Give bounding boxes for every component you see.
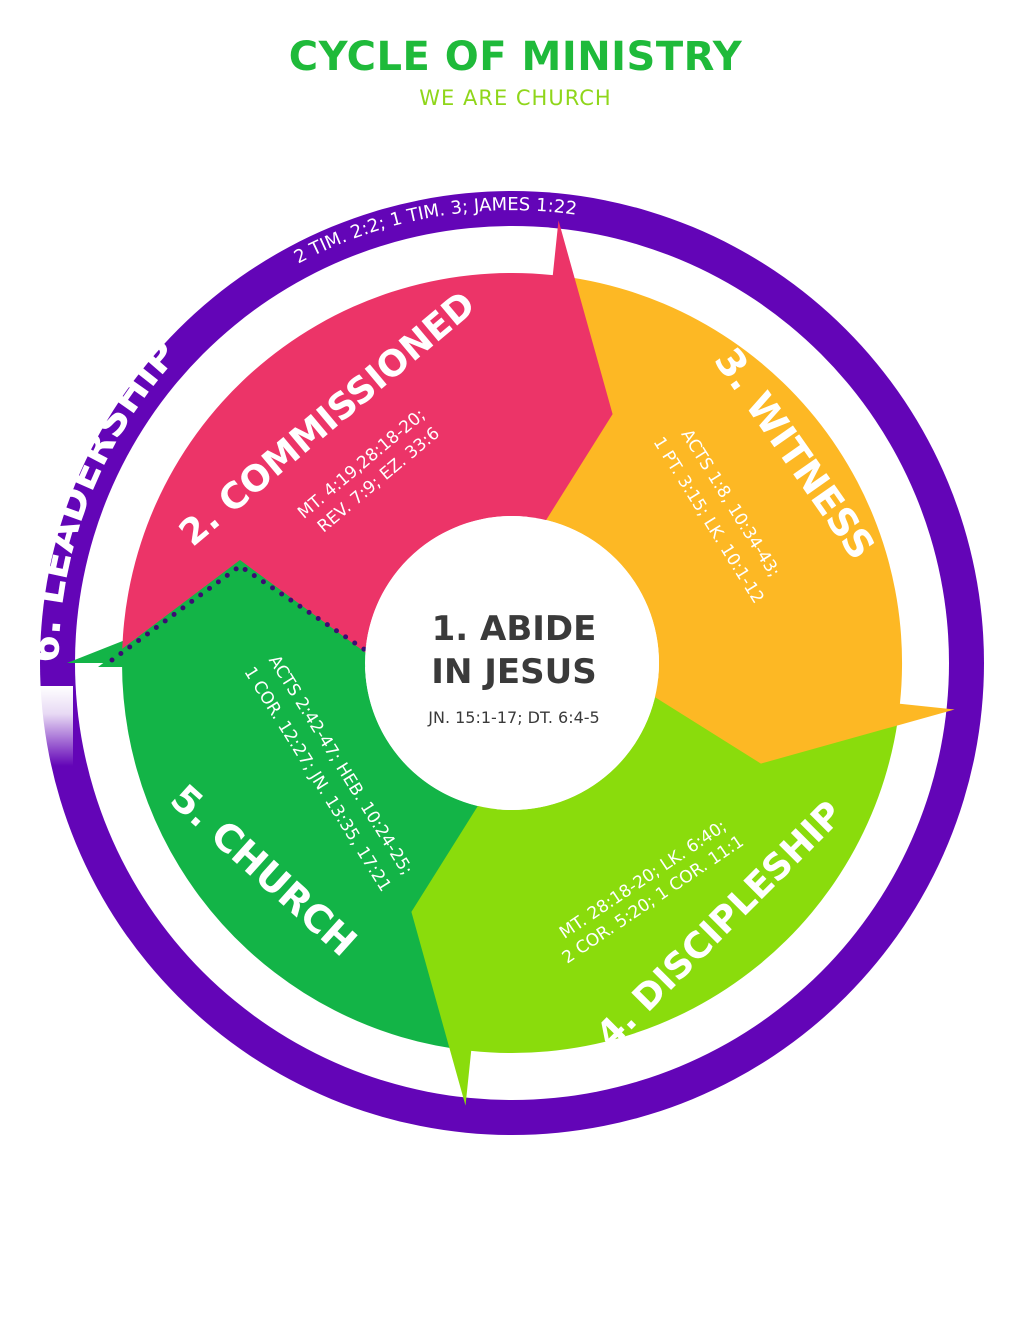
church-head-dotted-outline bbox=[109, 562, 383, 663]
center-title-line1: 1. ABIDE bbox=[432, 609, 597, 649]
commissioned-arrow bbox=[122, 220, 613, 663]
church-arrow-head bbox=[98, 560, 385, 667]
diagram-subtitle: WE ARE CHURCH bbox=[419, 86, 612, 110]
diagram-title: CYCLE OF MINISTRY bbox=[288, 34, 743, 80]
church-arrow bbox=[67, 589, 497, 1051]
center-hub bbox=[365, 516, 659, 810]
witness-arrow bbox=[527, 275, 955, 764]
ring-gap-fade bbox=[28, 686, 73, 766]
discipleship-arrow bbox=[411, 678, 900, 1106]
center-title-line2: IN JESUS bbox=[431, 652, 596, 692]
center-reference: JN. 15:1-17; DT. 6:4-5 bbox=[427, 708, 599, 727]
